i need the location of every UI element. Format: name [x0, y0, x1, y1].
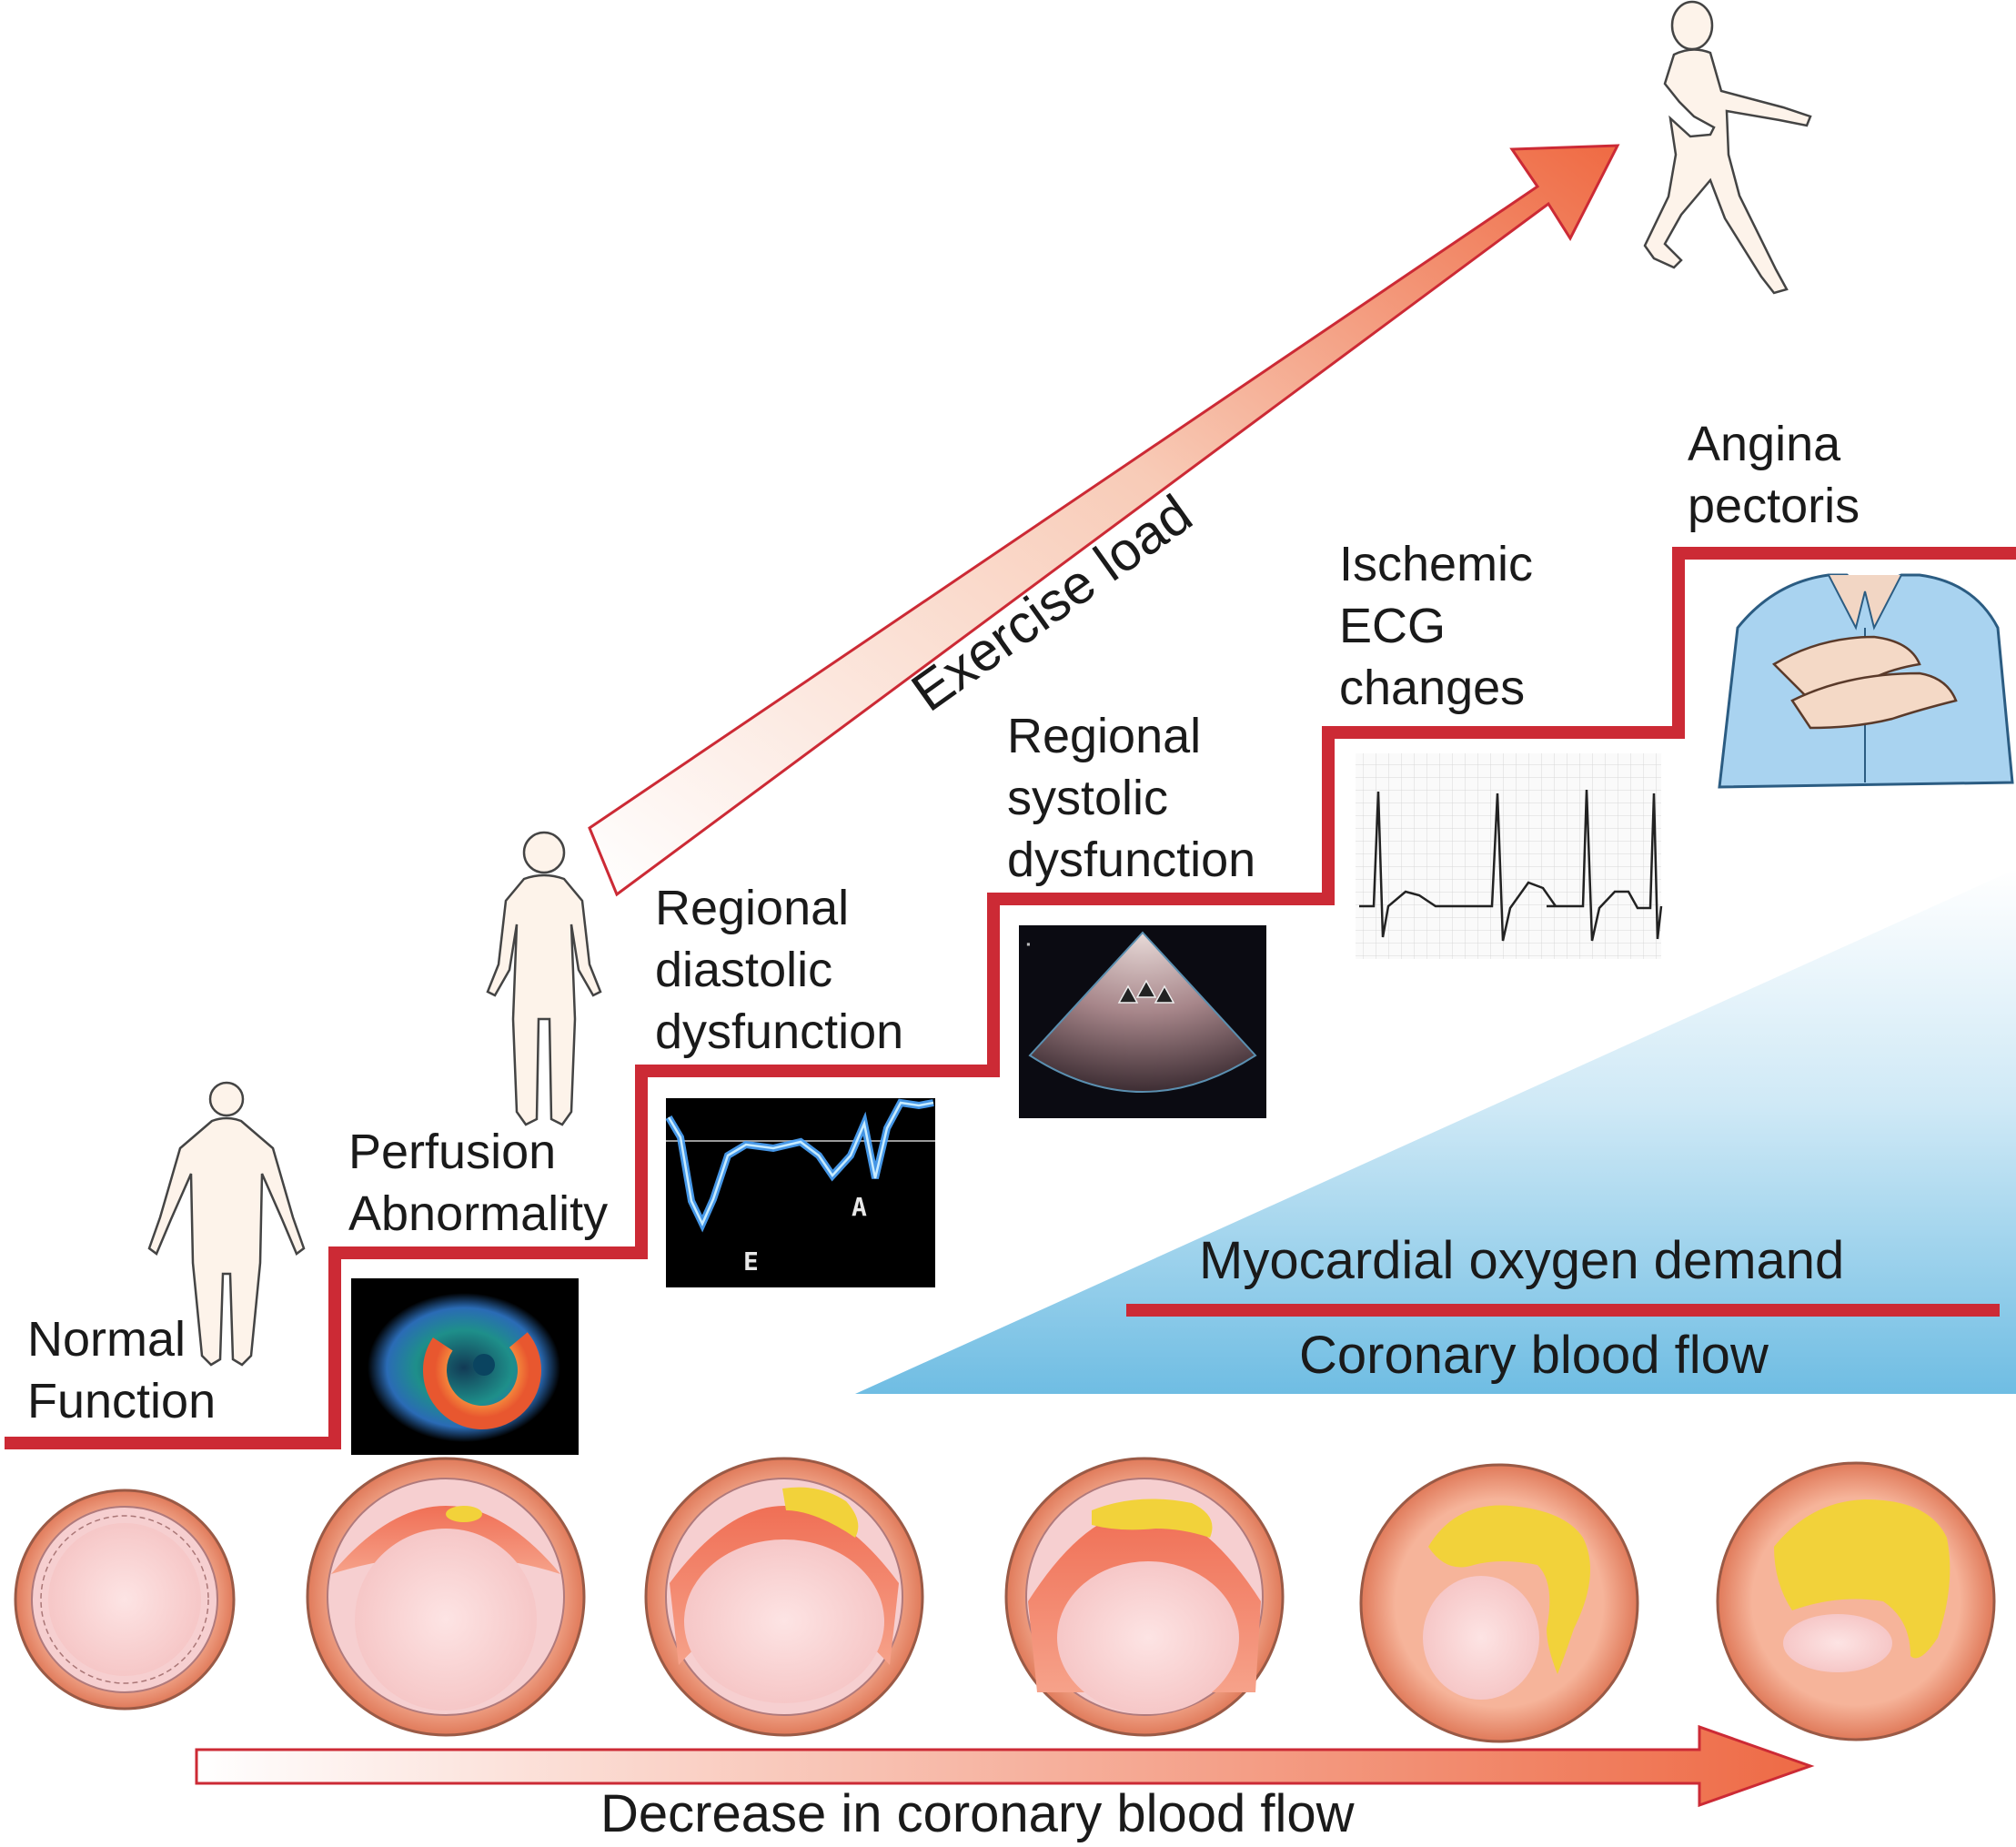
perfusion-abnormality-label: Perfusion Abnormality: [348, 1125, 609, 1241]
angina-pectoris-label: Angina pectoris: [1688, 417, 1860, 533]
echocardiogram-image: ▪: [1019, 925, 1266, 1118]
exercise-load-arrow: [588, 144, 1620, 897]
svg-text:▪: ▪: [1026, 940, 1031, 948]
myocardial-oxygen-demand-label: Myocardial oxygen demand: [1199, 1231, 1845, 1290]
walking-person-icon: [1643, 0, 1812, 295]
ischemic-cascade-staircase: [5, 547, 2016, 1449]
standing-person-icon: [147, 1081, 306, 1367]
vessel-cross-section-stage-5: [1359, 1463, 1639, 1743]
coronary-blood-flow-label: Coronary blood flow: [1299, 1326, 1769, 1385]
regional-diastolic-dysfunction-label: Regional diastolic dysfunction: [655, 881, 904, 1059]
ischemic-ecg-changes-label: Ischemic ECG changes: [1339, 537, 1534, 715]
standing-person-icon: [486, 831, 602, 1126]
oxygen-demand-wedge: [855, 869, 2016, 1394]
doppler-a-wave-label: A: [852, 1192, 867, 1222]
vessel-cross-section-stage-3: [644, 1457, 924, 1737]
doppler-e-wave-label: E: [743, 1246, 759, 1277]
angina-patient-illustration: [1718, 573, 2014, 789]
decrease-coronary-flow-label: Decrease in coronary blood flow: [600, 1784, 1355, 1843]
vessel-cross-section-stage-2: [306, 1457, 586, 1737]
perfusion-spect-image: [351, 1278, 579, 1455]
doppler-image: E A: [665, 1098, 935, 1287]
vessel-cross-section-normal: [14, 1489, 236, 1711]
normal-function-label: Normal Function: [27, 1312, 217, 1428]
regional-systolic-dysfunction-label: Regional systolic dysfunction: [1007, 709, 1256, 887]
vessel-cross-section-stage-4: [1004, 1457, 1285, 1737]
decrease-flow-arrow: [195, 1724, 1815, 1808]
ecg-strip-image: [1356, 753, 1663, 959]
vessel-cross-section-stage-6: [1716, 1461, 1996, 1741]
